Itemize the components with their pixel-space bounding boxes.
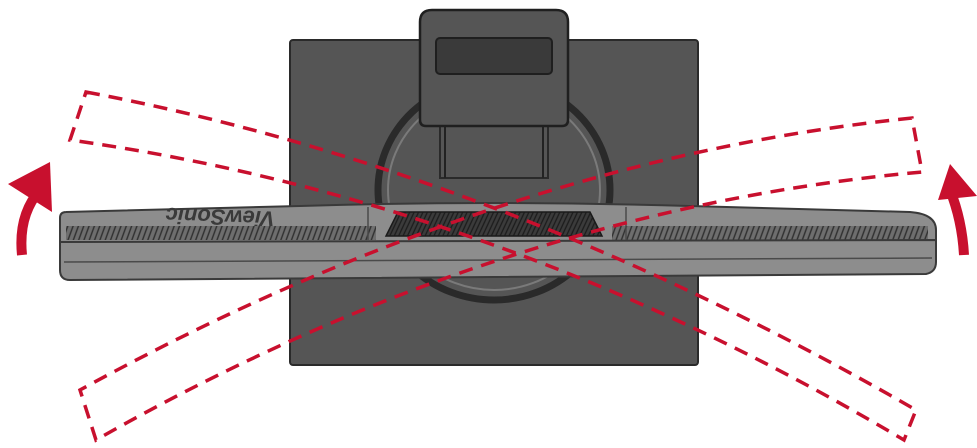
swivel-outline-right-tilt [77, 116, 925, 443]
curved-up-arrow-icon [8, 162, 52, 256]
swivel-outline-left-tilt [67, 89, 919, 443]
stand-handle [418, 8, 570, 128]
vent-left [66, 226, 376, 240]
vent-center [384, 211, 604, 237]
vent-right [612, 226, 928, 240]
monitor-top-view: ViewSonic [59, 202, 937, 282]
curved-up-arrow-icon [938, 164, 977, 256]
